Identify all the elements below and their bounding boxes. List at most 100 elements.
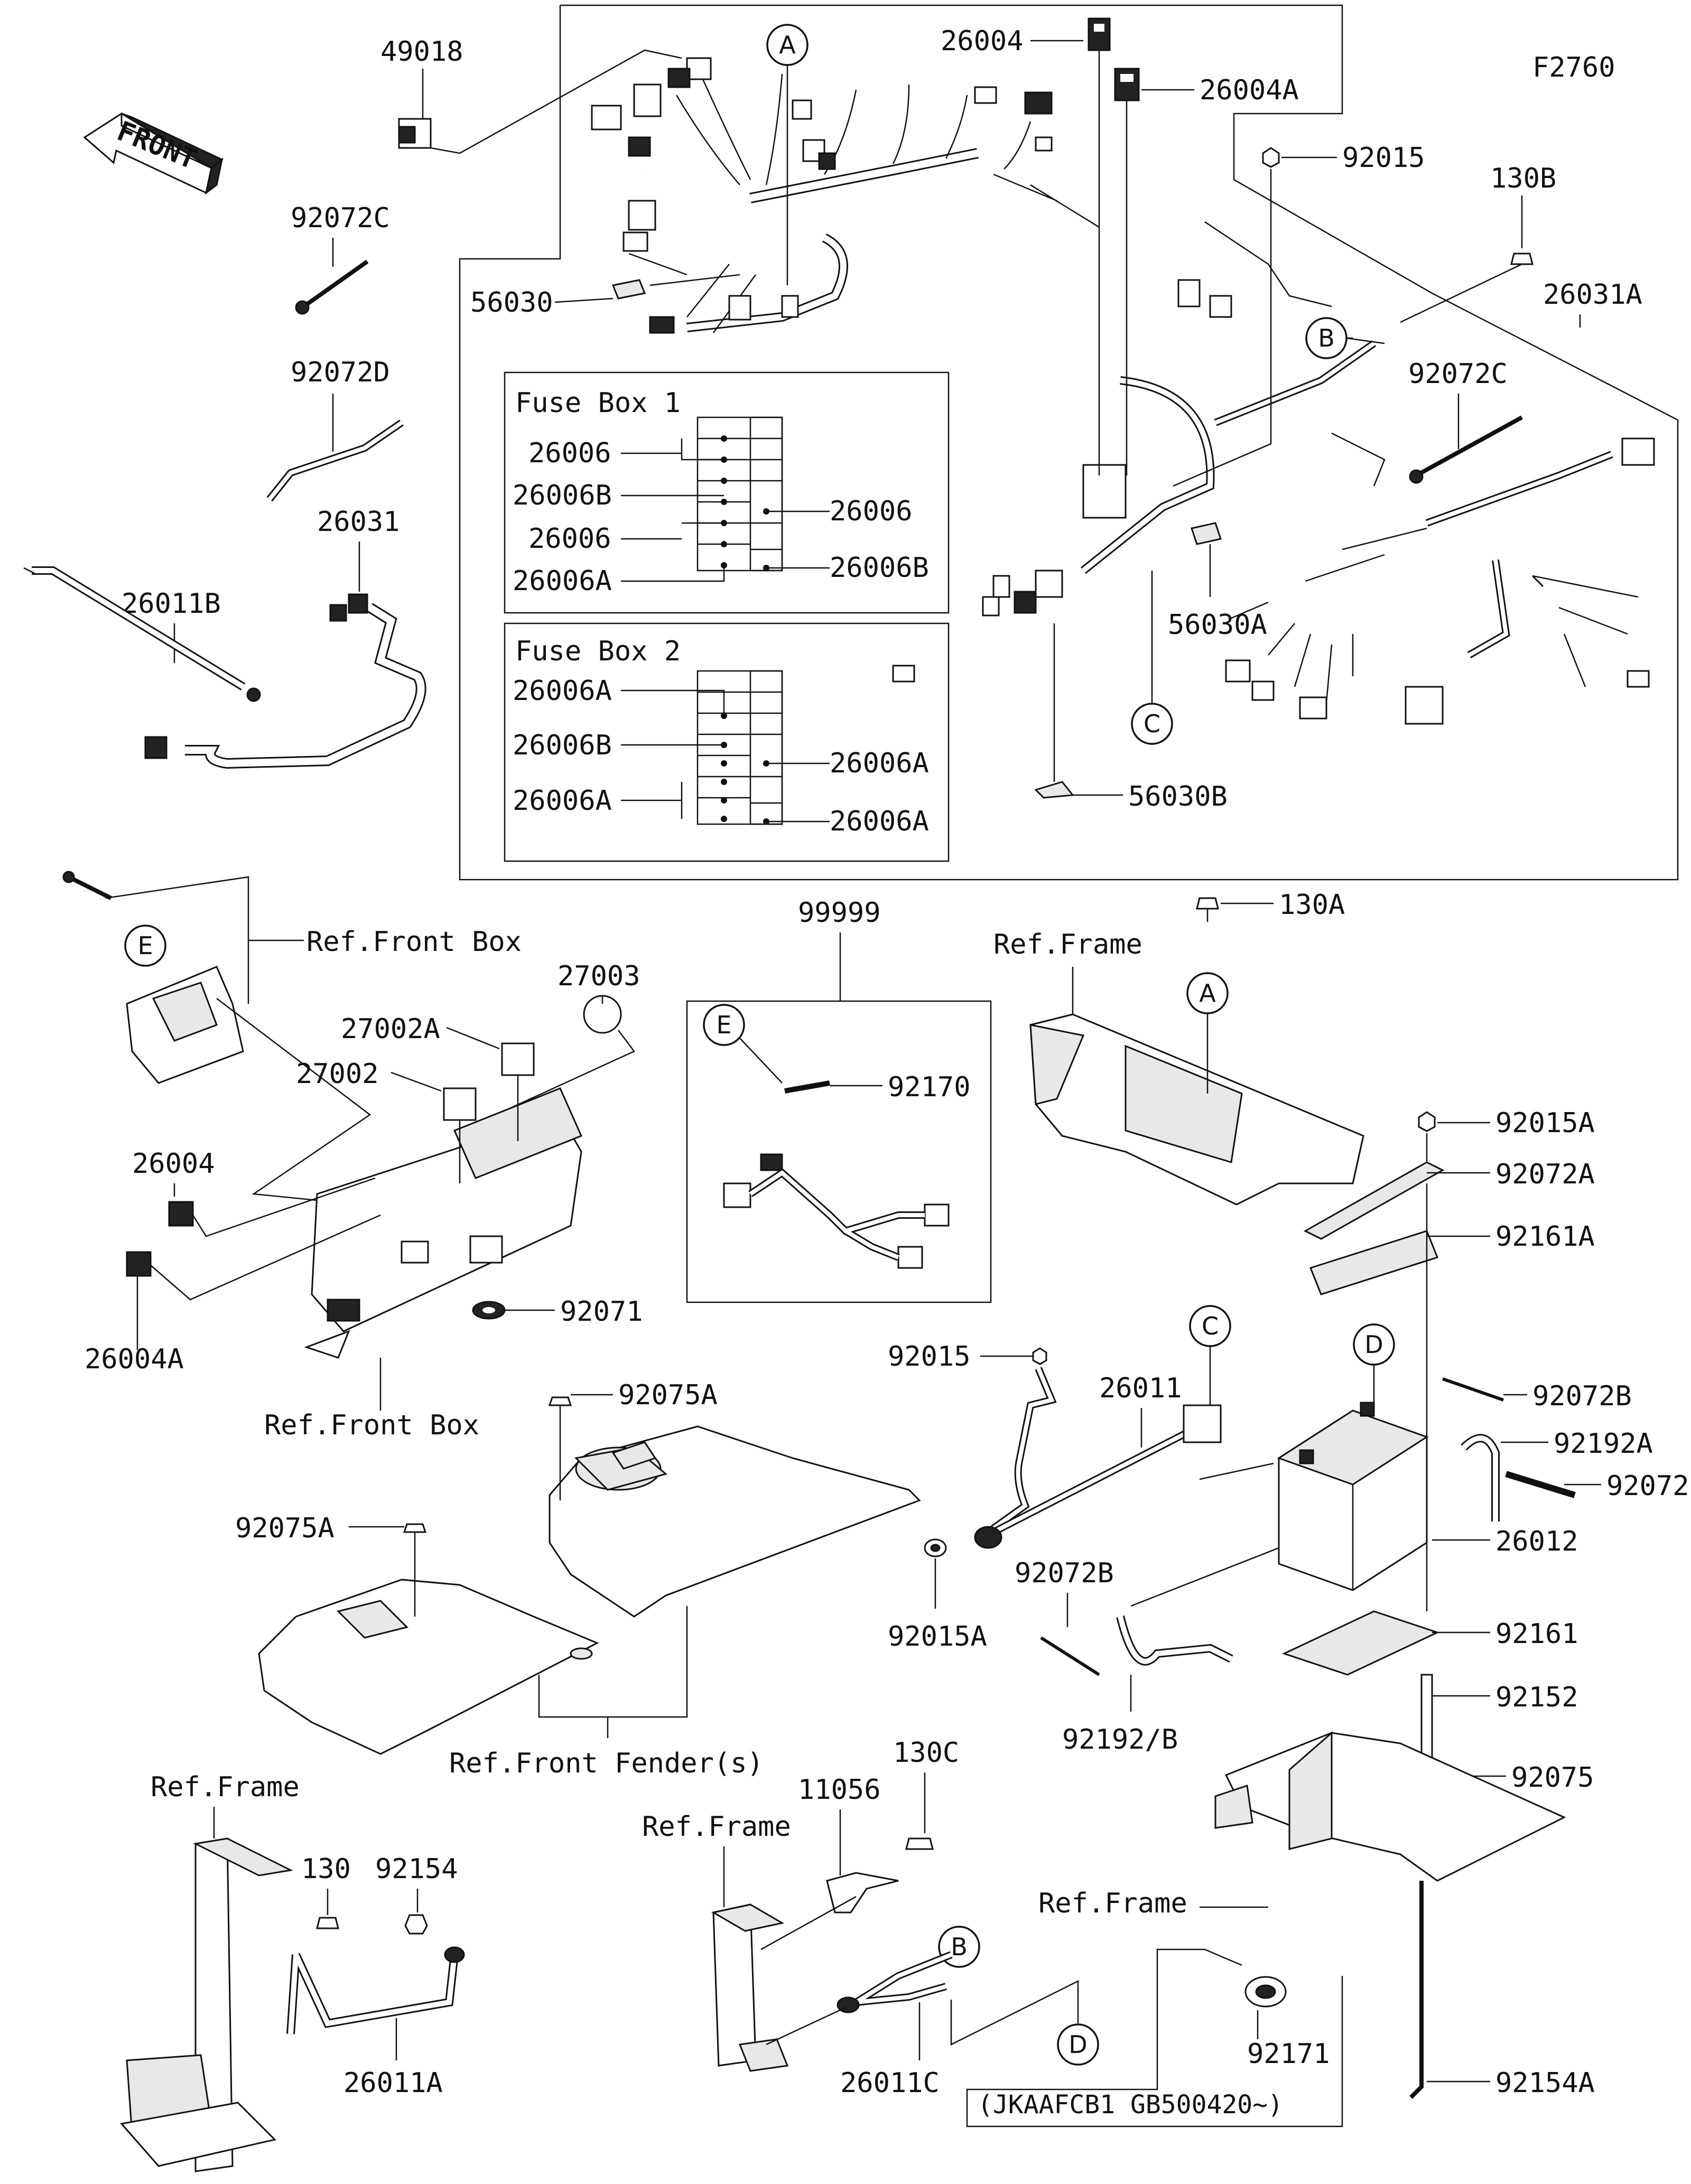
label-92075A-top: 92075A (618, 1379, 718, 1411)
label-26011A: 26011A (343, 2067, 443, 2099)
label-26011C: 26011C (840, 2067, 940, 2099)
svg-text:D: D (1069, 2030, 1087, 2059)
fuse-box-1-left-4: 26006A (513, 565, 612, 597)
svg-text:B: B (951, 1933, 968, 1961)
label-92192A: 92192A (1554, 1428, 1653, 1460)
kit-99999: 99999 E 92170 (686, 897, 992, 1303)
callout-d-bottom: D (1057, 2023, 1099, 2066)
label-92170: 92170 (888, 1071, 971, 1103)
svg-text:A: A (1199, 979, 1216, 1007)
label-92072B-right: 92072B (1532, 1380, 1632, 1412)
label-49018: 49018 (380, 36, 463, 68)
ref-front-box-bottom: Ref.Front Box (264, 1410, 479, 1441)
battery-cable-group: 92015 26011 C 92015A 92072B 92192/B (888, 1305, 1279, 1756)
fuse-box-1: Fuse Box 1 26006 26006B 26006 26006A 260 (504, 371, 950, 614)
svg-text:E: E (137, 931, 153, 960)
fuse-box-2: Fuse Box 2 26006A 26006B 26006A 26006A 2… (504, 622, 950, 862)
fuse-box-2-right-1: 26006A (830, 748, 929, 779)
label-92161A: 92161A (1495, 1221, 1595, 1253)
label-11056: 11056 (798, 1774, 881, 1806)
svg-text:C: C (1202, 1312, 1219, 1340)
label-130C: 130C (893, 1737, 959, 1769)
label-92015-top: 92015 (1342, 142, 1425, 174)
label-26004-mid: 26004 (132, 1148, 215, 1180)
label-56030A: 56030A (1168, 609, 1267, 641)
fuse-box-1-left-2: 26006B (513, 480, 612, 511)
label-92015A-top: 92015A (1495, 1107, 1595, 1139)
label-92072D: 92072D (291, 357, 390, 388)
label-26004A-top: 26004A (1200, 74, 1299, 106)
fuse-box-2-title: Fuse Box 2 (515, 636, 681, 667)
label-27003: 27003 (558, 960, 640, 992)
fuse-box-1-right-1: 26006 (830, 496, 913, 527)
fuse-box-2-left-3: 26006A (513, 785, 612, 817)
fuse-box-2-left-2: 26006B (513, 730, 612, 761)
top-labels: 49018 26004 26004A 92015 130B 26031A 920… (380, 17, 1642, 813)
label-92015A-mid: 92015A (888, 1621, 987, 1653)
ref-frame-center: Ref.Frame (993, 929, 1142, 960)
front-box-group: E Ref.Front Box 27003 27002A 27002 26004 (62, 871, 643, 1441)
ref-front-box-top: Ref.Front Box (306, 926, 522, 958)
main-harness-frame (459, 4, 1679, 881)
label-92154: 92154 (375, 1853, 458, 1885)
label-26031A: 26031A (1543, 279, 1642, 311)
fuse-box-1-title: Fuse Box 1 (515, 387, 681, 419)
label-92072C-left: 92072C (291, 202, 390, 234)
left-top-items: 92072C 92072D 26031 26011B (23, 202, 426, 769)
wiring-harness (591, 57, 1655, 799)
fuse-box-1-left-3: 26006 (528, 523, 611, 555)
label-130B: 130B (1490, 163, 1556, 194)
svg-text:D: D (1364, 1330, 1383, 1359)
callout-e-left: E (124, 925, 166, 967)
label-26012: 26012 (1495, 1526, 1578, 1557)
label-130A: 130A (1279, 889, 1345, 921)
front-fender-group: 92075A 92075A Ref.Front Fender(s) (235, 1379, 921, 1779)
callout-a-mid: A (1186, 972, 1229, 1014)
ref-frame-bottom-mid: Ref.Frame (642, 1811, 791, 1843)
label-92071: 92071 (560, 1296, 643, 1328)
label-92161: 92161 (1495, 1618, 1578, 1650)
ground-cable-mid: Ref.Frame 11056 130C B D 26011C (642, 1737, 1099, 2099)
callout-c-top: C (1131, 703, 1173, 745)
ref-frame-bottom-right: Ref.Frame (1038, 1888, 1187, 1919)
callout-c-mid: C (1189, 1305, 1231, 1347)
frame-battery-group: Ref.Frame 130A A 92015A 92072A 92161A 92… (966, 889, 1689, 2127)
label-26004A-mid: 26004A (85, 1343, 184, 1375)
label-92154A: 92154A (1495, 2067, 1595, 2099)
callout-e-kit: E (703, 1004, 745, 1046)
fuse-box-1-right-2: 26006B (830, 552, 929, 584)
fuse-box-2-left-1: 26006A (513, 675, 612, 707)
label-92152: 92152 (1495, 1682, 1578, 1713)
label-92072B-mid: 92072B (1015, 1557, 1114, 1589)
label-130: 130 (301, 1853, 351, 1885)
label-92072A: 92072A (1495, 1159, 1595, 1190)
label-26011B: 26011B (122, 588, 221, 620)
svg-text:A: A (779, 31, 796, 59)
figure-code: F2760 (1532, 52, 1615, 83)
label-56030: 56030 (470, 287, 553, 319)
label-26004-top: 26004 (941, 25, 1024, 57)
svg-text:E: E (716, 1011, 731, 1039)
svg-text:C: C (1144, 710, 1160, 738)
ground-cable-left: Ref.Frame 130 92154 26011A (120, 1771, 465, 2172)
label-92171: 92171 (1247, 2038, 1330, 2070)
label-92075: 92075 (1511, 1762, 1594, 1794)
label-92072: 92072 (1606, 1470, 1689, 1502)
callout-d-battery: D (1353, 1323, 1395, 1366)
callout-b-top: B (1305, 317, 1348, 359)
label-92075A-left: 92075A (235, 1513, 335, 1544)
fuse-box-2-right-2: 26006A (830, 806, 929, 837)
front-arrow-icon: FRONT (83, 112, 224, 195)
label-92072C-right: 92072C (1408, 358, 1508, 390)
ref-frame-bottom-left: Ref.Frame (151, 1771, 300, 1803)
serial-note: (JKAAFCB1 GB500420~) (978, 2090, 1283, 2120)
label-92015-mid: 92015 (888, 1341, 971, 1373)
label-99999: 99999 (798, 897, 881, 929)
label-27002A: 27002A (341, 1013, 440, 1045)
fuse-box-1-left-1: 26006 (528, 437, 611, 469)
callout-a-top: A (766, 24, 809, 66)
label-56030B: 56030B (1128, 781, 1228, 813)
ref-front-fenders: Ref.Front Fender(s) (449, 1748, 764, 1779)
label-92192B: 92192/B (1062, 1724, 1178, 1756)
